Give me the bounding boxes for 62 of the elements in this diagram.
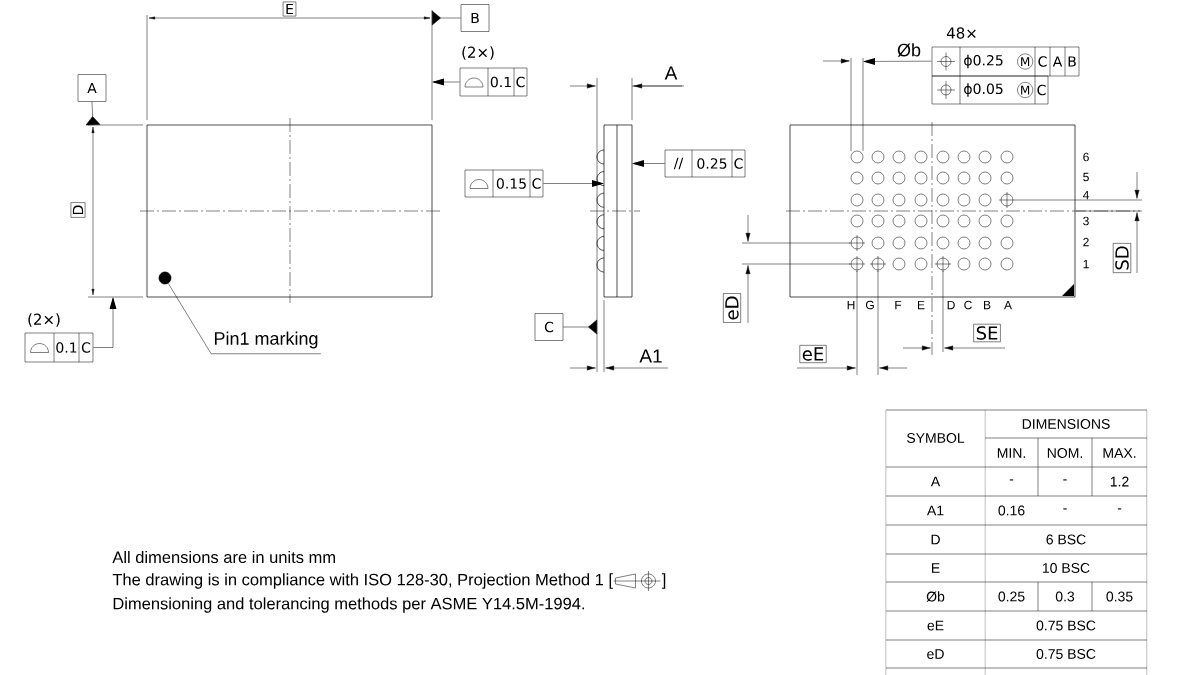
table-text: A1 [927, 505, 944, 516]
table-text: D [931, 534, 940, 545]
datum-box: A [77, 74, 107, 102]
quantity-note: (2×) [462, 46, 494, 60]
datum-leader [563, 319, 597, 335]
dimension-label: Øb [897, 43, 921, 57]
leader-arrow [543, 180, 604, 187]
leader-arrow [863, 58, 932, 65]
package-bottom-view [789, 124, 1076, 298]
feature-control-frame: 0.1 C [459, 67, 528, 97]
datum-leader [432, 10, 461, 26]
dimension-label: SE [973, 323, 1001, 343]
feature-control-frame: 0.15 C [464, 169, 544, 198]
note-text: The drawing is in compliance with ISO 128-30, Projection Method 1 [ [112, 573, 613, 589]
table-text: 0.75 BSC [1036, 620, 1096, 631]
table-text: A [930, 476, 941, 487]
table-text: - [1063, 508, 1067, 510]
table-text: eE [927, 620, 944, 631]
feature-control-frame: // 0.25 C [664, 149, 746, 178]
leader-line [168, 283, 322, 354]
note-text: Dimensioning and tolerancing methods per ASME Y14.5M-1994. [113, 597, 584, 613]
datum-box: B [460, 4, 490, 32]
table-text: 0.75 BSC [1036, 649, 1096, 659]
note-text: All dimensions are in units mm [112, 550, 335, 564]
table-text: 0.16 [998, 505, 1025, 516]
datum-leader [85, 101, 101, 126]
dimension-label: A1 [639, 349, 662, 363]
quantity-note: 48× [946, 27, 976, 39]
table-text: 10 BSC [1042, 563, 1090, 573]
table-text: - [1009, 479, 1014, 481]
package-side-view [596, 124, 633, 298]
leader-arrow [632, 160, 665, 167]
dimension-label: D [70, 202, 86, 218]
table-header: NOM. [1047, 448, 1082, 458]
feature-control-frame: ϕ0.25 M C A B ϕ0.05 M C [931, 46, 1080, 105]
table-header: DIMENSIONS [1022, 419, 1110, 429]
dimension-label: eD [723, 293, 741, 323]
table-text: 0.3 [1055, 591, 1075, 602]
datum-box: C [534, 313, 564, 341]
leader-arrow [93, 297, 117, 348]
quantity-note: (2×) [28, 313, 60, 327]
table-text: 0.35 [1106, 591, 1133, 602]
dimension-label: E [282, 1, 297, 17]
dimension-label: A [664, 66, 678, 80]
package-top-view [146, 124, 433, 298]
leader-arrow [432, 78, 460, 86]
table-text: E [932, 563, 940, 573]
table-text: Øb [926, 591, 945, 602]
feature-control-frame: 0.1 C [24, 332, 94, 363]
table-text: - [1063, 479, 1067, 481]
table-text: 1.2 [1110, 476, 1129, 487]
callout-label: Pin1 marking [214, 331, 318, 349]
table-text: 0.25 [998, 591, 1025, 602]
table-text: 6 BSC [1046, 534, 1086, 545]
dimension-label: eE [799, 345, 827, 363]
table-header: MIN. [997, 448, 1025, 458]
table-header: SYMBOL [907, 433, 965, 443]
table-text: eD [927, 649, 944, 659]
table-header: MAX. [1103, 448, 1136, 458]
dimension-label: SD [1112, 243, 1132, 273]
table-text: - [1117, 508, 1122, 510]
note-text: ] [661, 573, 666, 589]
